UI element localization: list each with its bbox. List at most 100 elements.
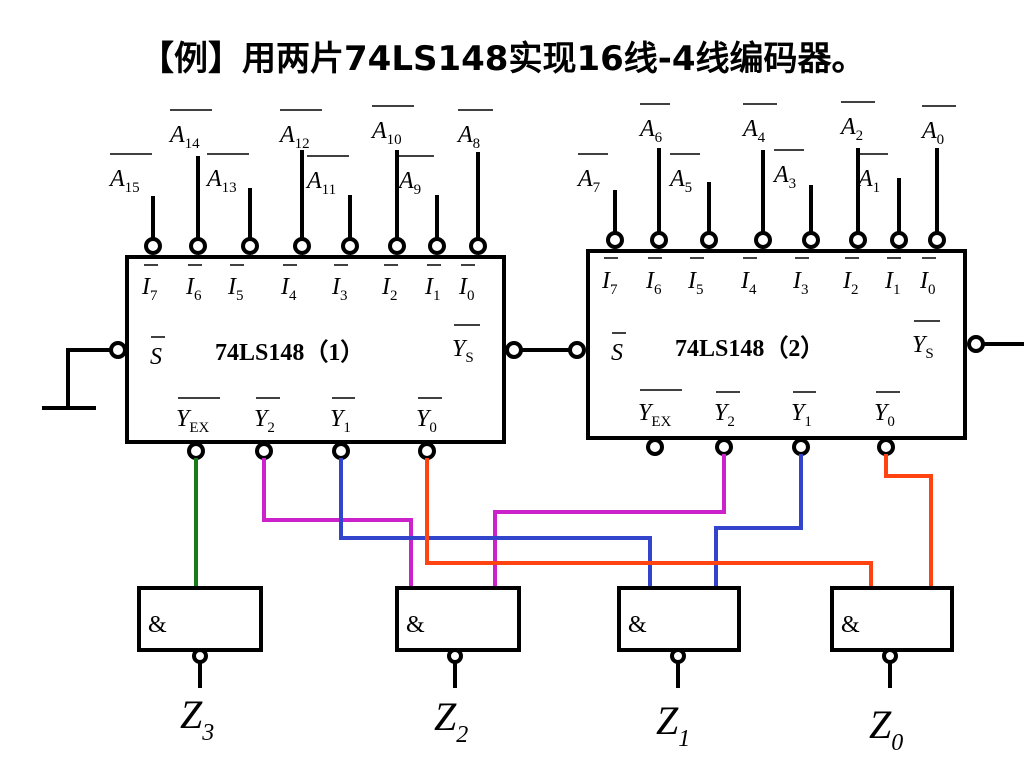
chip-2-y0: Y0 bbox=[874, 391, 900, 430]
svg-text:A13: A13 bbox=[205, 166, 237, 196]
svg-text:A2: A2 bbox=[839, 114, 863, 144]
chip-2-i6: I6 bbox=[645, 257, 662, 298]
svg-text:A8: A8 bbox=[456, 122, 480, 152]
signal-a3: A3 bbox=[772, 149, 804, 192]
svg-text:Y0: Y0 bbox=[874, 400, 895, 430]
signal-a6: A6 bbox=[638, 103, 670, 146]
svg-text:Y0: Y0 bbox=[416, 406, 437, 436]
chip-1-i2: I2 bbox=[381, 264, 398, 304]
chip-1-y0: Y0 bbox=[416, 397, 442, 436]
chip-2-i7: I7 bbox=[601, 257, 618, 298]
svg-text:I7: I7 bbox=[601, 268, 618, 298]
chip-2-input-labels: I7 I6 I5 I4 I3 I2 I1 I0 bbox=[601, 257, 936, 298]
svg-text:S: S bbox=[611, 340, 623, 366]
chip-2-body bbox=[586, 249, 967, 440]
signal-a12: A12 bbox=[278, 109, 322, 152]
svg-text:A1: A1 bbox=[856, 166, 880, 196]
signal-a9: A9 bbox=[397, 155, 434, 198]
gate-z2: & Z2 bbox=[395, 586, 521, 748]
chip-1-i0: I0 bbox=[458, 264, 475, 304]
signal-a13: A13 bbox=[205, 153, 249, 196]
svg-text:I4: I4 bbox=[280, 274, 297, 304]
chip-2-i4: I4 bbox=[740, 257, 757, 298]
chip-1-yex: YEX bbox=[176, 397, 220, 436]
chip-2-i5: I5 bbox=[687, 257, 704, 298]
svg-text:A15: A15 bbox=[108, 166, 140, 196]
svg-text:A12: A12 bbox=[278, 122, 310, 152]
colored-wires bbox=[194, 454, 933, 588]
svg-text:I4: I4 bbox=[740, 268, 757, 298]
svg-text:YS: YS bbox=[912, 332, 934, 362]
gate-z1: & Z1 bbox=[617, 586, 741, 752]
wire-y0-2 bbox=[884, 454, 933, 588]
svg-text:A9: A9 bbox=[397, 168, 421, 198]
svg-text:&: & bbox=[148, 612, 167, 638]
svg-text:Z1: Z1 bbox=[656, 698, 690, 752]
svg-text:A0: A0 bbox=[920, 118, 944, 148]
signal-a2: A2 bbox=[839, 101, 875, 144]
chip-1-signal-labels: A15 A14 A13 A12 A11 A10 A9 A8 bbox=[108, 105, 493, 198]
chip-1-y2: Y2 bbox=[254, 397, 280, 436]
signal-a11: A11 bbox=[305, 155, 349, 198]
signal-a7: A7 bbox=[576, 153, 608, 196]
svg-text:Y1: Y1 bbox=[791, 400, 812, 430]
chip-2-y2: Y2 bbox=[714, 391, 740, 430]
chip-2-name: 74LS148（2） bbox=[675, 335, 824, 362]
svg-text:A10: A10 bbox=[370, 118, 402, 148]
chip-2-i2: I2 bbox=[842, 257, 859, 298]
svg-text:Z3: Z3 bbox=[180, 692, 214, 746]
svg-text:&: & bbox=[628, 612, 647, 638]
cascade-wire bbox=[505, 341, 586, 359]
signal-a5: A5 bbox=[668, 153, 700, 196]
signal-a10: A10 bbox=[370, 105, 414, 148]
signal-a1: A1 bbox=[856, 153, 888, 196]
svg-text:I5: I5 bbox=[687, 268, 704, 298]
wire-y2-1 bbox=[262, 458, 413, 588]
chip-2: 74LS148（2） A7 A6 A5 A4 A3 A2 A1 A0 I7 I6… bbox=[576, 101, 1024, 456]
svg-text:I3: I3 bbox=[792, 268, 809, 298]
svg-text:I0: I0 bbox=[458, 274, 475, 304]
signal-a8: A8 bbox=[456, 109, 493, 152]
chip-2-signal-labels: A7 A6 A5 A4 A3 A2 A1 A0 bbox=[576, 101, 956, 196]
wire-y2-2 bbox=[493, 454, 726, 588]
wire-y0-1 bbox=[425, 458, 873, 588]
chip-2-input-pins bbox=[606, 148, 946, 249]
svg-text:Z0: Z0 bbox=[869, 702, 903, 756]
chip-1-input-pins bbox=[144, 150, 487, 255]
svg-text:A7: A7 bbox=[576, 166, 601, 196]
svg-text:YEX: YEX bbox=[176, 406, 210, 436]
chip-2-output-bubbles bbox=[646, 438, 895, 456]
svg-text:Y2: Y2 bbox=[714, 400, 735, 430]
svg-text:&: & bbox=[841, 612, 860, 638]
svg-text:I6: I6 bbox=[645, 268, 662, 298]
signal-a14: A14 bbox=[168, 109, 212, 152]
chip-1-i7: I7 bbox=[141, 264, 158, 304]
page-title: 【例】用两片74LS148实现16线-4线编码器。 bbox=[140, 39, 866, 79]
svg-text:A4: A4 bbox=[741, 116, 766, 146]
chip-1-name: 74LS148（1） bbox=[215, 339, 364, 366]
signal-a15: A15 bbox=[108, 153, 152, 196]
svg-text:S: S bbox=[150, 344, 162, 370]
svg-text:I5: I5 bbox=[227, 274, 244, 304]
svg-text:I6: I6 bbox=[185, 274, 202, 304]
chip-2-y1: Y1 bbox=[791, 391, 816, 430]
chip-1-output-bubbles bbox=[187, 442, 436, 460]
svg-text:A14: A14 bbox=[168, 122, 200, 152]
chip-2-ys: YS bbox=[912, 320, 940, 362]
svg-text:I2: I2 bbox=[381, 274, 398, 304]
svg-text:I3: I3 bbox=[331, 274, 348, 304]
svg-text:A6: A6 bbox=[638, 116, 663, 146]
signal-a0: A0 bbox=[920, 105, 956, 148]
svg-text:I2: I2 bbox=[842, 268, 859, 298]
chip-2-ys-output bbox=[967, 335, 1024, 353]
svg-text:I1: I1 bbox=[424, 274, 441, 304]
chip-1-i6: I6 bbox=[185, 264, 202, 304]
chip-1-i3: I3 bbox=[331, 264, 348, 304]
signal-a4: A4 bbox=[741, 103, 777, 146]
chip-1-output-labels: YEX Y2 Y1 Y0 bbox=[176, 397, 442, 436]
svg-text:Y2: Y2 bbox=[254, 406, 275, 436]
chip-2-i1: I1 bbox=[884, 257, 901, 298]
chip-1-enable-s: S bbox=[150, 336, 165, 370]
chip-2-output-labels: YEX Y2 Y1 Y0 bbox=[638, 389, 900, 430]
